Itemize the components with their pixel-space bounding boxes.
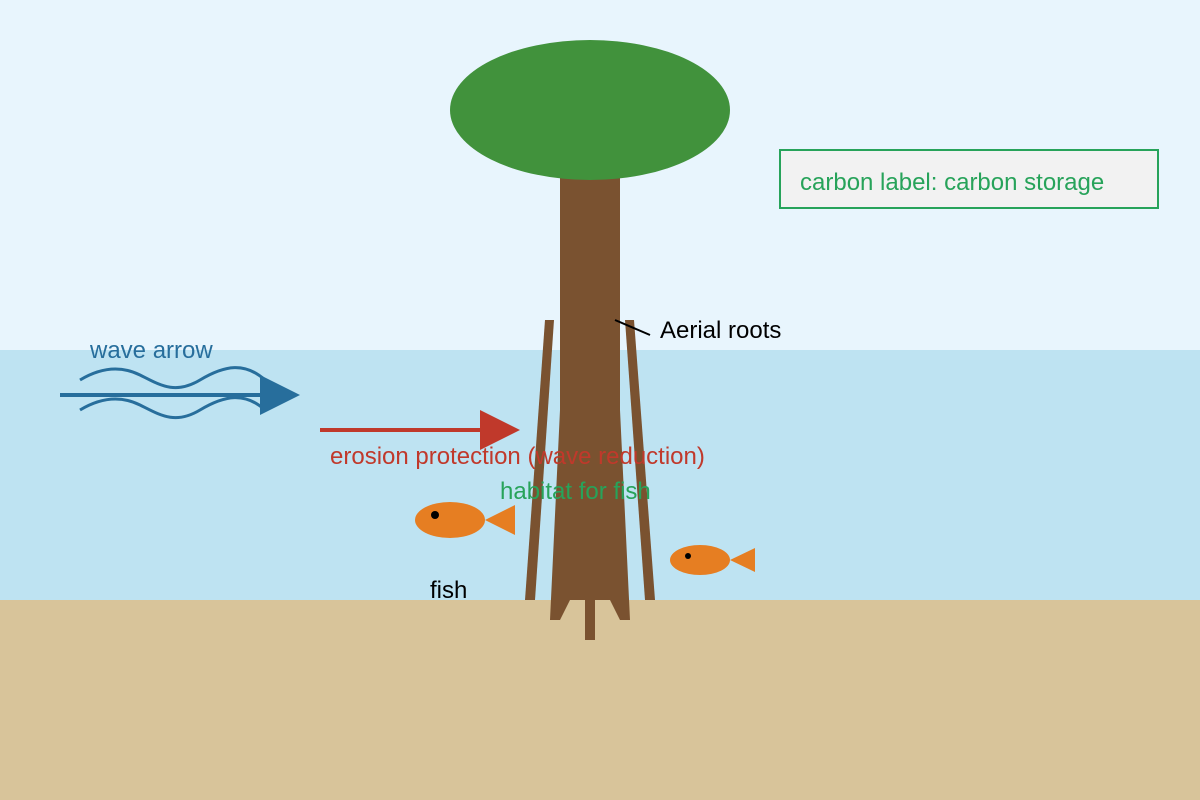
- fish-icon: [670, 545, 755, 575]
- wave-arrow-head: [260, 375, 300, 415]
- erosion-arrow-head: [480, 410, 520, 450]
- fish-body: [670, 545, 730, 575]
- aerial-roots-label: Aerial roots: [660, 317, 782, 344]
- fish-tail: [730, 548, 755, 572]
- fish-eye: [685, 553, 691, 559]
- wave-line-bottom: [79, 396, 267, 420]
- erosion-label: erosion protection (wave reduction): [330, 443, 705, 470]
- arrow-right-icon: [320, 410, 520, 450]
- fish-label: fish: [430, 577, 468, 604]
- trunk-base-flare: [550, 410, 630, 620]
- fish-icon: [415, 502, 515, 538]
- tap-root: [585, 598, 595, 640]
- fish-body: [415, 502, 485, 538]
- habitat-label: habitat for fish: [500, 478, 651, 505]
- wave-label: wave arrow: [90, 337, 213, 364]
- canopy: [450, 40, 730, 180]
- carbon-label: carbon label: carbon storage: [800, 169, 1105, 196]
- wave-line-top: [79, 366, 267, 390]
- aerial-root-left: [525, 320, 554, 600]
- carbon-storage-box: carbon label: carbon storage: [779, 149, 1159, 209]
- fish-eye: [431, 511, 439, 519]
- aerial-root-right: [625, 320, 655, 600]
- aerial-roots-pointer: [614, 319, 651, 336]
- wave-arrow-icon: [60, 366, 300, 420]
- sediment-layer: [0, 600, 1200, 800]
- mangrove-tree: [450, 40, 730, 640]
- fish-tail: [485, 505, 515, 535]
